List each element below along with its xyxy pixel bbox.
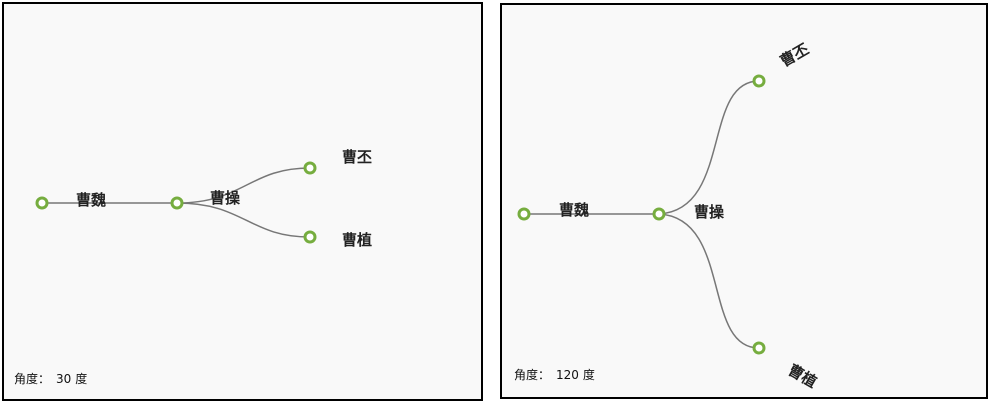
- node-label-leaf-b: 曹植: [342, 231, 372, 249]
- tree-node-child[interactable]: [652, 207, 666, 221]
- link-child-leaf-b: [176, 202, 311, 238]
- link-child-leaf-a: [658, 80, 760, 215]
- node-label-leaf-a: 曹丕: [777, 40, 812, 71]
- link-child-leaf-a: [176, 167, 311, 204]
- node-label-leaf-a: 曹丕: [342, 148, 372, 166]
- link-child-leaf-b: [658, 213, 760, 349]
- node-label-leaf-b: 曹植: [785, 361, 820, 392]
- angle-label: 角度：: [514, 368, 551, 382]
- tree-diagram: 曹魏 曹操 曹丕 曹植: [517, 40, 820, 392]
- angle-unit: 度: [75, 372, 88, 386]
- tree-node-root[interactable]: [517, 207, 531, 221]
- angle-value: 120: [556, 368, 579, 382]
- tree-node-leaf-a[interactable]: [752, 74, 766, 88]
- tree-node-leaf-b[interactable]: [752, 341, 766, 355]
- tree-node-child[interactable]: [170, 196, 184, 210]
- tree-node-leaf-b[interactable]: [303, 230, 317, 244]
- node-label-root: 曹魏: [559, 201, 589, 219]
- tree-diagram: 曹魏 曹操 曹丕 曹植: [35, 148, 372, 249]
- node-label-root: 曹魏: [76, 191, 106, 209]
- node-label-child: 曹操: [210, 189, 241, 207]
- node-label-child: 曹操: [694, 203, 725, 221]
- tree-node-leaf-a[interactable]: [303, 161, 317, 175]
- tree-node-root[interactable]: [35, 196, 49, 210]
- angle-value: 30: [56, 372, 72, 386]
- angle-unit: 度: [582, 368, 595, 382]
- angle-label: 角度：: [14, 372, 51, 386]
